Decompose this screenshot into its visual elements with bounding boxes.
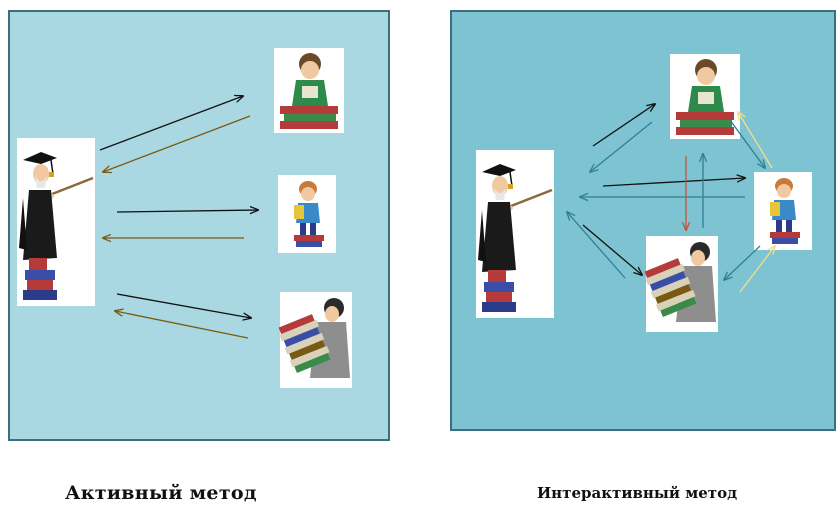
arrow-teacher-to-student-3 — [116, 293, 251, 318]
student-figure-top — [274, 48, 344, 133]
arrow-student-1-to-teacher — [103, 115, 251, 172]
student-figure-middle — [278, 175, 336, 253]
arrow-teacher-to-top — [592, 104, 655, 147]
arrow-bottom-to-teacher — [567, 212, 626, 279]
student-figure-bottom-interactive — [642, 236, 718, 332]
arrow-teacher-to-student-1 — [99, 96, 243, 151]
arrow-teacher-to-bottom — [582, 224, 642, 275]
active-method-caption: Активный метод — [65, 482, 257, 504]
interactive-method-caption: Интерактивный метод — [537, 484, 738, 502]
arrow-student-3-to-teacher — [115, 311, 249, 339]
arrow-top-to-teacher — [590, 121, 653, 172]
teacher-figure-interactive — [474, 148, 556, 320]
student-figure-bottom — [276, 292, 352, 388]
student-figure-top-interactive — [670, 54, 740, 139]
student-figure-right-interactive — [754, 172, 812, 250]
arrow-right-to-bottom — [724, 245, 761, 280]
arrow-teacher-to-student-2 — [116, 210, 258, 212]
arrow-right-to-top — [738, 112, 773, 169]
arrow-top-to-right — [729, 119, 765, 168]
arrow-teacher-to-right — [602, 178, 745, 187]
arrow-bottom-to-right — [739, 246, 775, 293]
teacher-figure — [15, 136, 97, 308]
